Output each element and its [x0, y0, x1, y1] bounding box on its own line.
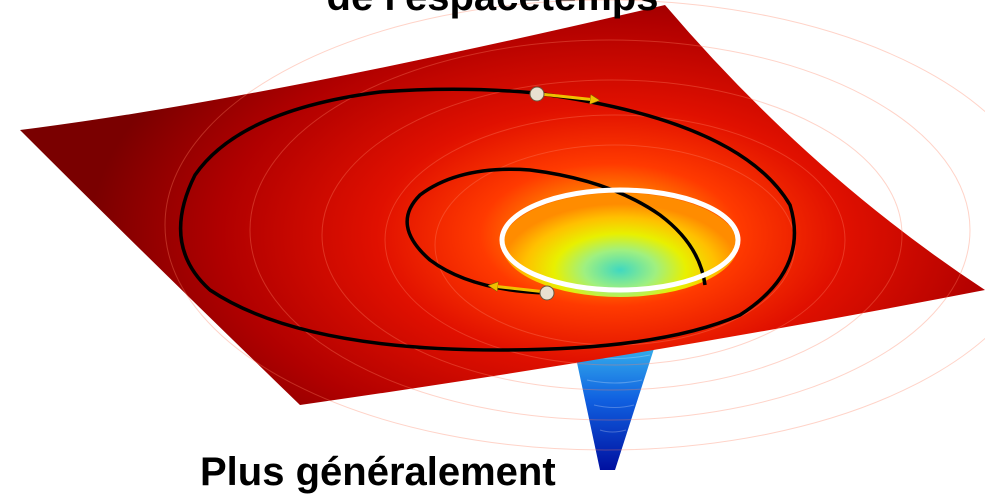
spacetime-sheet	[20, 5, 985, 405]
horizon-ring	[499, 187, 741, 293]
gravity-well-funnel	[570, 330, 660, 470]
contour-lines	[164, 0, 985, 451]
outer-orbit-path	[178, 87, 797, 352]
funnel-bands	[579, 354, 651, 433]
bottom-heading: Plus généralement	[200, 450, 556, 494]
top-heading: de l'espacetemps	[0, 0, 985, 20]
orbiting-particle-icon	[539, 285, 555, 301]
velocity-arrow-icon	[492, 286, 547, 294]
velocity-arrow-icon	[539, 92, 596, 100]
gravity-well-center	[502, 193, 738, 297]
inner-orbit-path	[405, 167, 707, 295]
spacetime-diagram	[20, 0, 985, 470]
orbiting-particle-icon	[529, 86, 545, 102]
